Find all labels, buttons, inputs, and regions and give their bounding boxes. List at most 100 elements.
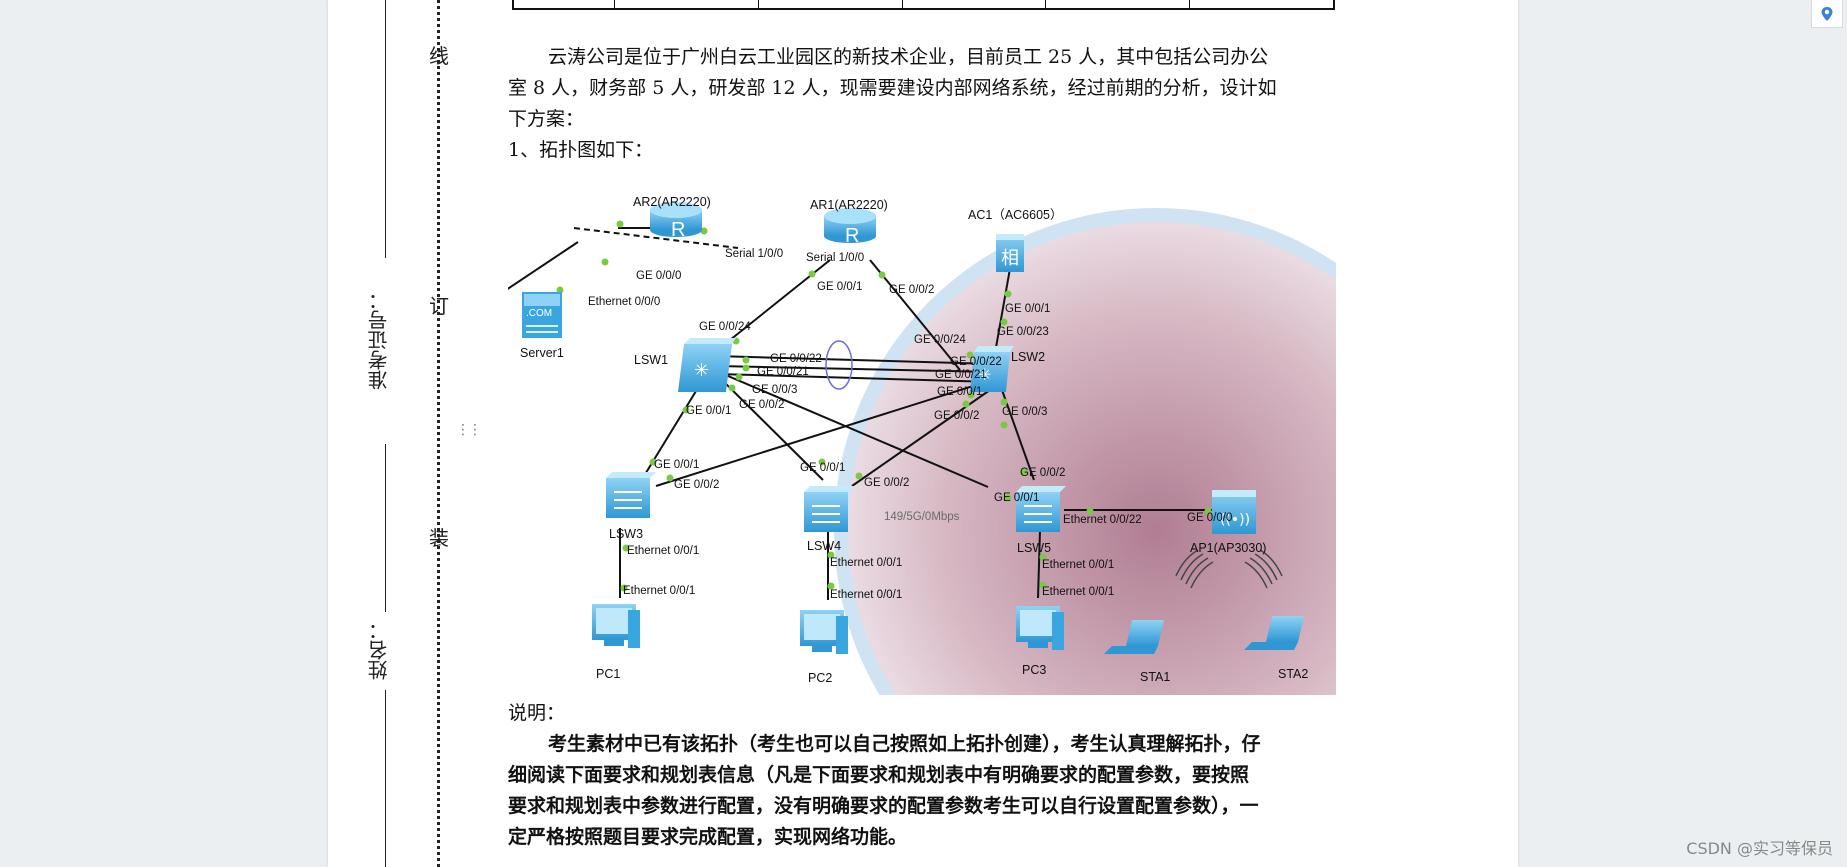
device-label: AR2(AR2220): [633, 195, 711, 209]
wireless-rate-label: 149/5G/0Mbps: [884, 511, 960, 523]
router-icon[interactable]: R: [824, 208, 876, 247]
exam-id-label: 准考证号：: [367, 290, 391, 390]
notes-paragraph: 考生素材中已有该拓扑（考生也可以自己按照如上拓扑创建），考生认真理解拓扑，仔 细…: [508, 729, 1338, 853]
port-label: GE 0/0/1: [937, 386, 982, 398]
location-pin-icon: [1821, 6, 1833, 21]
svg-text:✳: ✳: [978, 365, 991, 384]
device-label: LSW2: [1011, 350, 1045, 364]
access-controller-icon[interactable]: 相: [996, 234, 1024, 272]
intro-line: 云涛公司是位于广州白云工业园区的新技术企业，目前员工 25 人，其中包括公司办公: [548, 46, 1269, 68]
port-label: GE 0/0/24: [914, 334, 966, 346]
port-label: GE 0/0/1: [817, 281, 862, 293]
binding-char-xian: 线: [429, 44, 449, 68]
port-label: Ethernet 0/0/22: [1063, 514, 1142, 526]
port-label: GE 0/0/0: [636, 270, 681, 282]
port-label: GE 0/0/21: [757, 366, 809, 378]
port-label: GE 0/0/22: [770, 353, 822, 365]
pc-icon[interactable]: [800, 610, 848, 654]
table-bottom-edge: [512, 0, 1335, 10]
device-label: AR1(AR2220): [810, 198, 888, 212]
notes-line: 要求和规划表中参数进行配置，没有明确要求的配置参数考生可以自行设置配置参数），一: [508, 795, 1259, 817]
device-label: LSW5: [1017, 541, 1051, 555]
intro-line: 室 8 人，财务部 5 人，研发部 12 人，现需要建设内部网络系统，经过前期的…: [508, 77, 1277, 99]
notes-title: 说明：: [508, 702, 566, 724]
binding-char-zhuang: 装: [429, 526, 449, 550]
device-label: STA2: [1278, 667, 1308, 681]
device-label: PC2: [808, 671, 832, 685]
wlan-coverage-area: [834, 208, 1338, 695]
port-label: Ethernet 0/0/1: [623, 585, 695, 597]
switch-icon[interactable]: [804, 486, 854, 532]
router-icon[interactable]: R: [650, 202, 702, 241]
binding-rule: [385, 690, 386, 867]
device-label: Server1: [520, 346, 564, 360]
svg-text:相: 相: [1001, 248, 1019, 269]
port-label: Serial 1/0/0: [806, 252, 864, 264]
port-label: GE 0/0/24: [699, 321, 751, 333]
binding-char-ding: 订: [429, 294, 449, 318]
intro-paragraph: 云涛公司是位于广州白云工业园区的新技术企业，目前员工 25 人，其中包括公司办公…: [508, 42, 1338, 166]
eth-trunk-ellipse: [825, 340, 853, 390]
laptop-icon[interactable]: [1104, 620, 1164, 654]
port-label: GE 0/0/2: [864, 477, 909, 489]
port-label: GE 0/0/3: [1002, 406, 1047, 418]
port-label: Serial 1/0/0: [725, 248, 783, 260]
device-label: STA1: [1140, 670, 1170, 684]
port-label: Ethernet 0/0/1: [1042, 559, 1114, 571]
port-label: Ethernet 0/0/1: [830, 589, 902, 601]
port-label: GE 0/0/2: [739, 399, 784, 411]
intro-line: 下方案：: [508, 108, 585, 130]
laptop-icon[interactable]: [1244, 616, 1304, 650]
switch-icon[interactable]: ✳: [678, 338, 736, 392]
binding-rule: [385, 0, 386, 258]
port-label: GE 0/0/2: [889, 284, 934, 296]
port-label: GE 0/0/0: [1187, 512, 1232, 524]
server-badge: .COM: [526, 308, 552, 319]
port-label: GE 0/0/1: [686, 405, 731, 417]
svg-text:((•)): ((•)): [1220, 512, 1250, 528]
drag-handle-icon[interactable]: ⋮⋮: [456, 422, 482, 438]
device-label: AP1(AP3030): [1190, 541, 1266, 555]
notes-line: 考生素材中已有该拓扑（考生也可以自己按照如上拓扑创建），考生认真理解拓扑，仔: [548, 733, 1261, 755]
pc-icon[interactable]: [1016, 606, 1064, 650]
name-label: 姓名：: [367, 620, 391, 680]
port-label: GE 0/0/22: [950, 356, 1002, 368]
binding-dotted-line: [437, 0, 440, 867]
port-label: GE 0/0/1: [1005, 303, 1050, 315]
switch-icon[interactable]: [1016, 486, 1066, 532]
device-label: LSW4: [807, 539, 841, 553]
switch-icon[interactable]: ✳: [970, 346, 1014, 392]
port-label: GE 0/0/21: [935, 369, 987, 381]
port-label: Ethernet 0/0/0: [588, 296, 660, 308]
access-point-icon[interactable]: ((•)): [1212, 490, 1256, 534]
pc-icon[interactable]: [592, 604, 640, 648]
device-label: LSW1: [634, 353, 668, 367]
device-label: LSW3: [609, 527, 643, 541]
port-label: Ethernet 0/0/1: [830, 557, 902, 569]
server-icon[interactable]: .COM: [522, 292, 562, 338]
device-label: PC1: [596, 667, 620, 681]
port-label: Ethernet 0/0/1: [627, 545, 699, 557]
port-label: GE 0/0/23: [997, 326, 1049, 338]
port-label: GE 0/0/2: [1020, 467, 1065, 479]
port-label: Ethernet 0/0/1: [1042, 586, 1114, 598]
port-label: GE 0/0/3: [752, 384, 797, 396]
svg-text:✳: ✳: [694, 360, 709, 381]
switch-icon[interactable]: [606, 472, 656, 518]
notes-line: 定严格按照题目要求完成配置，实现网络功能。: [508, 826, 908, 848]
device-label: AC1（AC6605）: [968, 208, 1063, 222]
port-label: GE 0/0/1: [994, 492, 1039, 504]
notes-heading: 说明：: [508, 698, 1338, 729]
device-label: PC3: [1022, 663, 1046, 677]
intro-line: 1、拓扑图如下：: [508, 139, 654, 161]
wireless-signal-icon: [1175, 549, 1283, 589]
svg-text:R: R: [671, 219, 685, 241]
network-topology-diagram: R R 相 .COM ✳ ✳: [508, 180, 1338, 695]
port-label: GE 0/0/2: [934, 410, 979, 422]
port-label: GE 0/0/1: [654, 459, 699, 471]
port-label: GE 0/0/2: [674, 479, 719, 491]
port-label: GE 0/0/1: [800, 462, 845, 474]
watermark: CSDN @实习等保员: [1686, 839, 1833, 858]
location-pin-button[interactable]: [1811, 0, 1843, 28]
binding-rule: [385, 444, 386, 612]
